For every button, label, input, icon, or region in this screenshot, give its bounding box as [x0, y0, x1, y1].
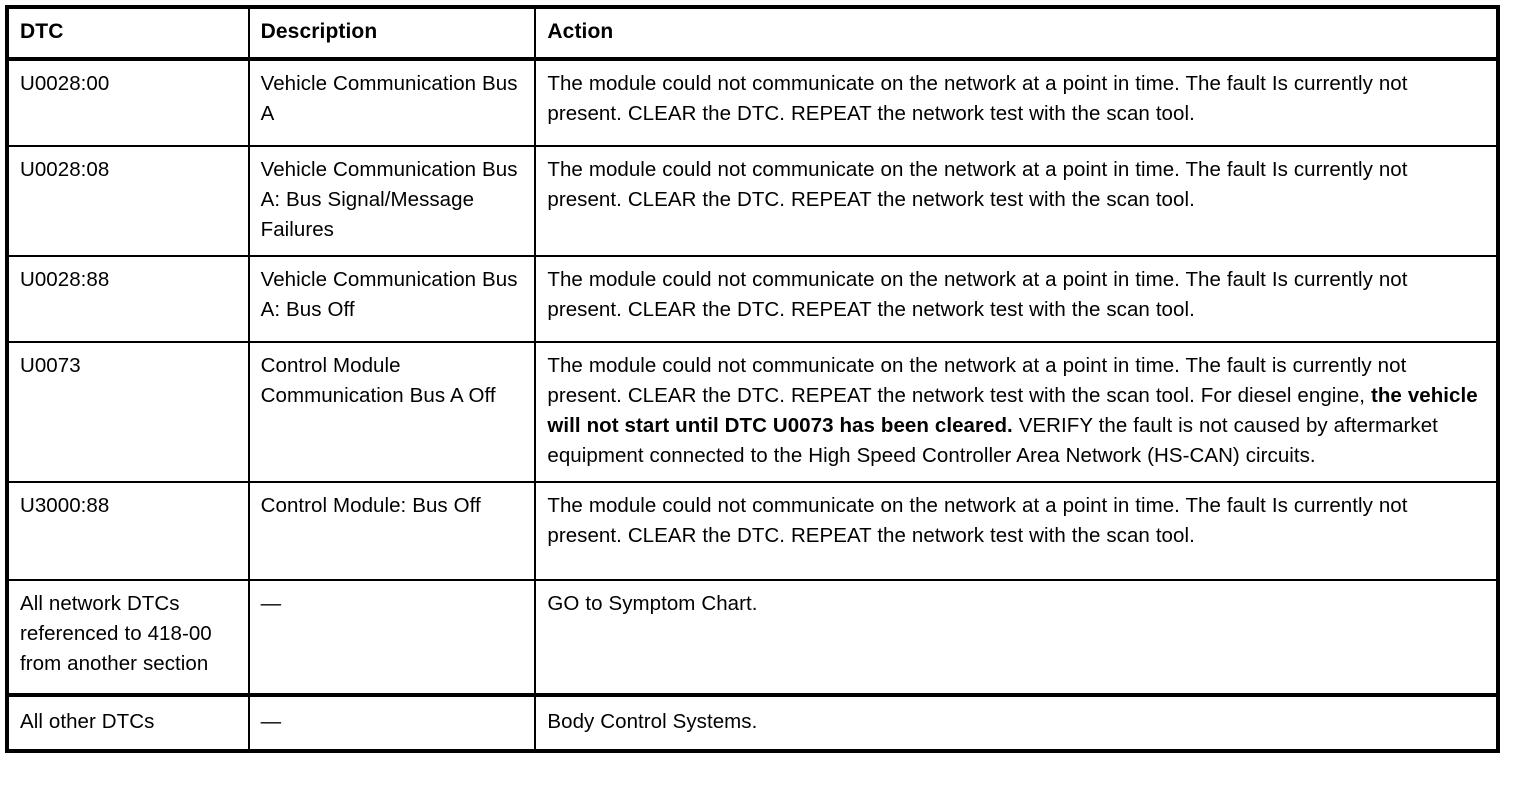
cell-action: The module could not communicate on the … [535, 341, 1498, 482]
table-row: All network DTCs referenced to 418-00 fr… [7, 579, 1498, 695]
cell-description: Vehicle Communication Bus A [248, 59, 537, 146]
action-emphasis-text: the vehicle will not start until DTC U00… [547, 384, 1478, 437]
em-dash-placeholder: — [260, 710, 282, 733]
cell-dtc: U0028:88 [7, 255, 250, 342]
cell-action: The module could not communicate on the … [535, 255, 1498, 342]
cell-dtc: U0073 [7, 341, 250, 482]
cell-description: Control Module: Bus Off [248, 481, 537, 580]
cell-dtc: U0028:00 [7, 59, 250, 146]
cell-description: — [248, 579, 537, 695]
cell-action: Body Control Systems. [535, 693, 1498, 751]
cell-dtc: U3000:88 [7, 481, 250, 580]
cell-action: GO to Symptom Chart. [535, 579, 1498, 695]
cell-description: Vehicle Communication Bus A: Bus Off [248, 255, 537, 342]
table-header: DTC Description Action [7, 7, 1498, 61]
column-header-dtc: DTC [7, 7, 250, 61]
cell-action: The module could not communicate on the … [535, 145, 1498, 256]
action-text: VERIFY the fault is not caused by afterm… [547, 414, 1438, 467]
cell-dtc: U0028:08 [7, 145, 250, 256]
cell-description: Vehicle Communication Bus A: Bus Signal/… [248, 145, 537, 256]
cell-description: Control Module Communication Bus A Off [248, 341, 537, 482]
cell-description: — [248, 693, 537, 751]
cell-dtc: All other DTCs [7, 693, 250, 751]
em-dash-placeholder: — [260, 592, 282, 615]
table-row: All other DTCs — Body Control Systems. [7, 693, 1498, 751]
cell-action: The module could not communicate on the … [547, 72, 1408, 125]
table-header-row: DTC Description Action [7, 7, 1498, 61]
action-text: The module could not communicate on the … [547, 354, 1407, 407]
cell-action: The module could not communicate on the … [535, 481, 1498, 580]
column-header-action: Action [535, 7, 1498, 61]
cell-dtc: All network DTCs referenced to 418-00 fr… [7, 579, 250, 695]
column-header-description: Description [248, 7, 537, 61]
